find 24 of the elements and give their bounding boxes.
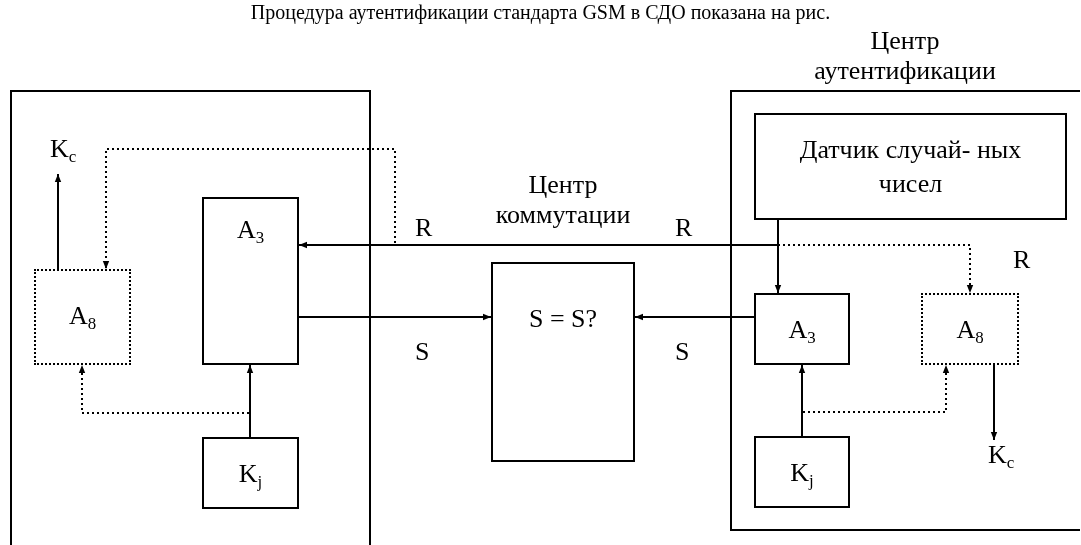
caption-text: Процедура аутентификации стандарта GSM в СДО показана на рис. bbox=[249, 0, 832, 24]
arrow bbox=[798, 364, 806, 437]
box-text: A$_{3}$ bbox=[787, 314, 817, 347]
arrow bbox=[246, 364, 254, 438]
dotted-arrow bbox=[801, 364, 950, 437]
arrow bbox=[990, 364, 998, 441]
box-text: A$_{8}$ bbox=[67, 300, 98, 333]
panel-title: Центр аутентификации bbox=[813, 26, 997, 87]
dotted-arrow bbox=[78, 364, 251, 438]
panel-title: Центр коммутации bbox=[494, 170, 632, 231]
arrow bbox=[54, 173, 62, 270]
arrow bbox=[298, 313, 492, 321]
box-text: Датчик случай- ных чисел bbox=[798, 134, 1023, 200]
key-label: K$_{c}$ bbox=[50, 134, 96, 174]
box-text: K$_{j}$ bbox=[789, 457, 815, 490]
dotted-arrow bbox=[777, 219, 974, 294]
box-text: A$_{3}$ bbox=[235, 214, 266, 247]
dotted-arrow bbox=[102, 148, 779, 270]
arrow bbox=[774, 219, 782, 294]
arrow bbox=[634, 313, 755, 321]
box-text: S = S? bbox=[527, 303, 599, 335]
key-label: K$_{c}$ bbox=[988, 440, 1034, 480]
box-text: K$_{j}$ bbox=[237, 458, 264, 491]
box-text: A$_{8}$ bbox=[955, 314, 985, 347]
